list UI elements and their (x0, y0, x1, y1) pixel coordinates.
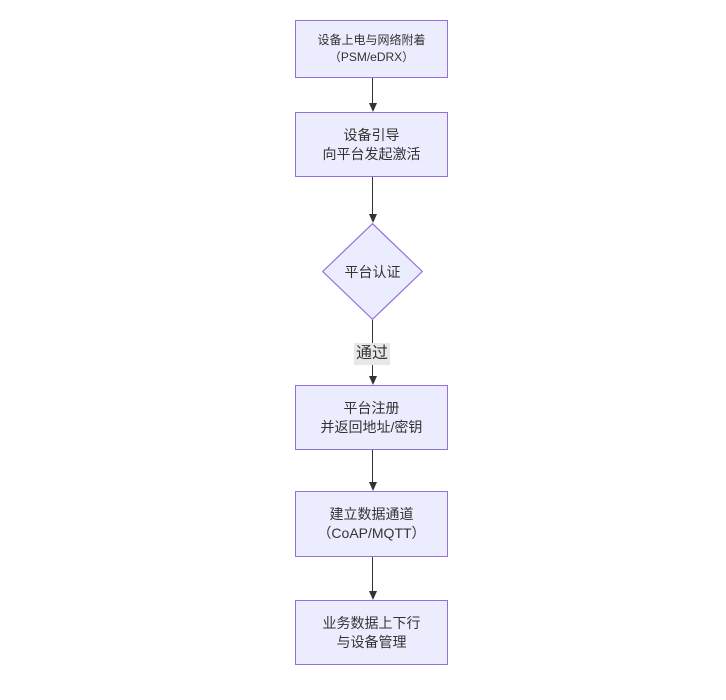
node-label-line: （PSM/eDRX） (328, 50, 415, 64)
flow-node-power-on-network-attach: 设备上电与网络附着 （PSM/eDRX） (295, 20, 448, 78)
arrow-down-icon (368, 214, 377, 223)
diamond-shape (322, 223, 423, 320)
edge-line (371, 557, 374, 591)
edge-line (371, 177, 374, 214)
node-label-line: 平台注册 (343, 399, 400, 416)
node-label-line: 并返回地址/密钥 (320, 418, 423, 435)
node-label-line: 建立数据通道 (329, 506, 414, 522)
arrow-down-icon (368, 591, 377, 600)
edge-line (371, 78, 374, 103)
flow-node-establish-data-channel: 建立数据通道 （CoAP/MQTT） (295, 491, 448, 557)
edge-b-c (367, 177, 378, 223)
flow-node-platform-auth-decision: 平台认证 (322, 223, 423, 320)
node-label-line: 设备上电与网络附着 (317, 33, 426, 47)
flow-node-business-data-device-mgmt: 业务数据上下行 与设备管理 (295, 600, 448, 665)
edge-d-e (367, 450, 378, 491)
node-label-line: 设备引导 (343, 126, 400, 143)
arrow-down-icon (368, 103, 377, 112)
node-label-line: 与设备管理 (336, 633, 407, 650)
node-label-line: 平台认证 (344, 263, 401, 280)
flow-node-device-bootstrap-activate: 设备引导 向平台发起激活 (295, 112, 448, 177)
node-label-line: 业务数据上下行 (322, 614, 421, 631)
node-label-line: （CoAP/MQTT） (317, 525, 426, 541)
node-label-line: 向平台发起激活 (322, 145, 421, 162)
arrow-down-icon (368, 376, 377, 385)
edge-e-f (367, 557, 378, 600)
edge-line (371, 450, 374, 482)
arrow-down-icon (368, 482, 377, 491)
edge-label-pass: 通过 (353, 343, 391, 365)
flow-node-platform-register: 平台注册 并返回地址/密钥 (295, 385, 448, 450)
edge-a-b (367, 78, 378, 112)
